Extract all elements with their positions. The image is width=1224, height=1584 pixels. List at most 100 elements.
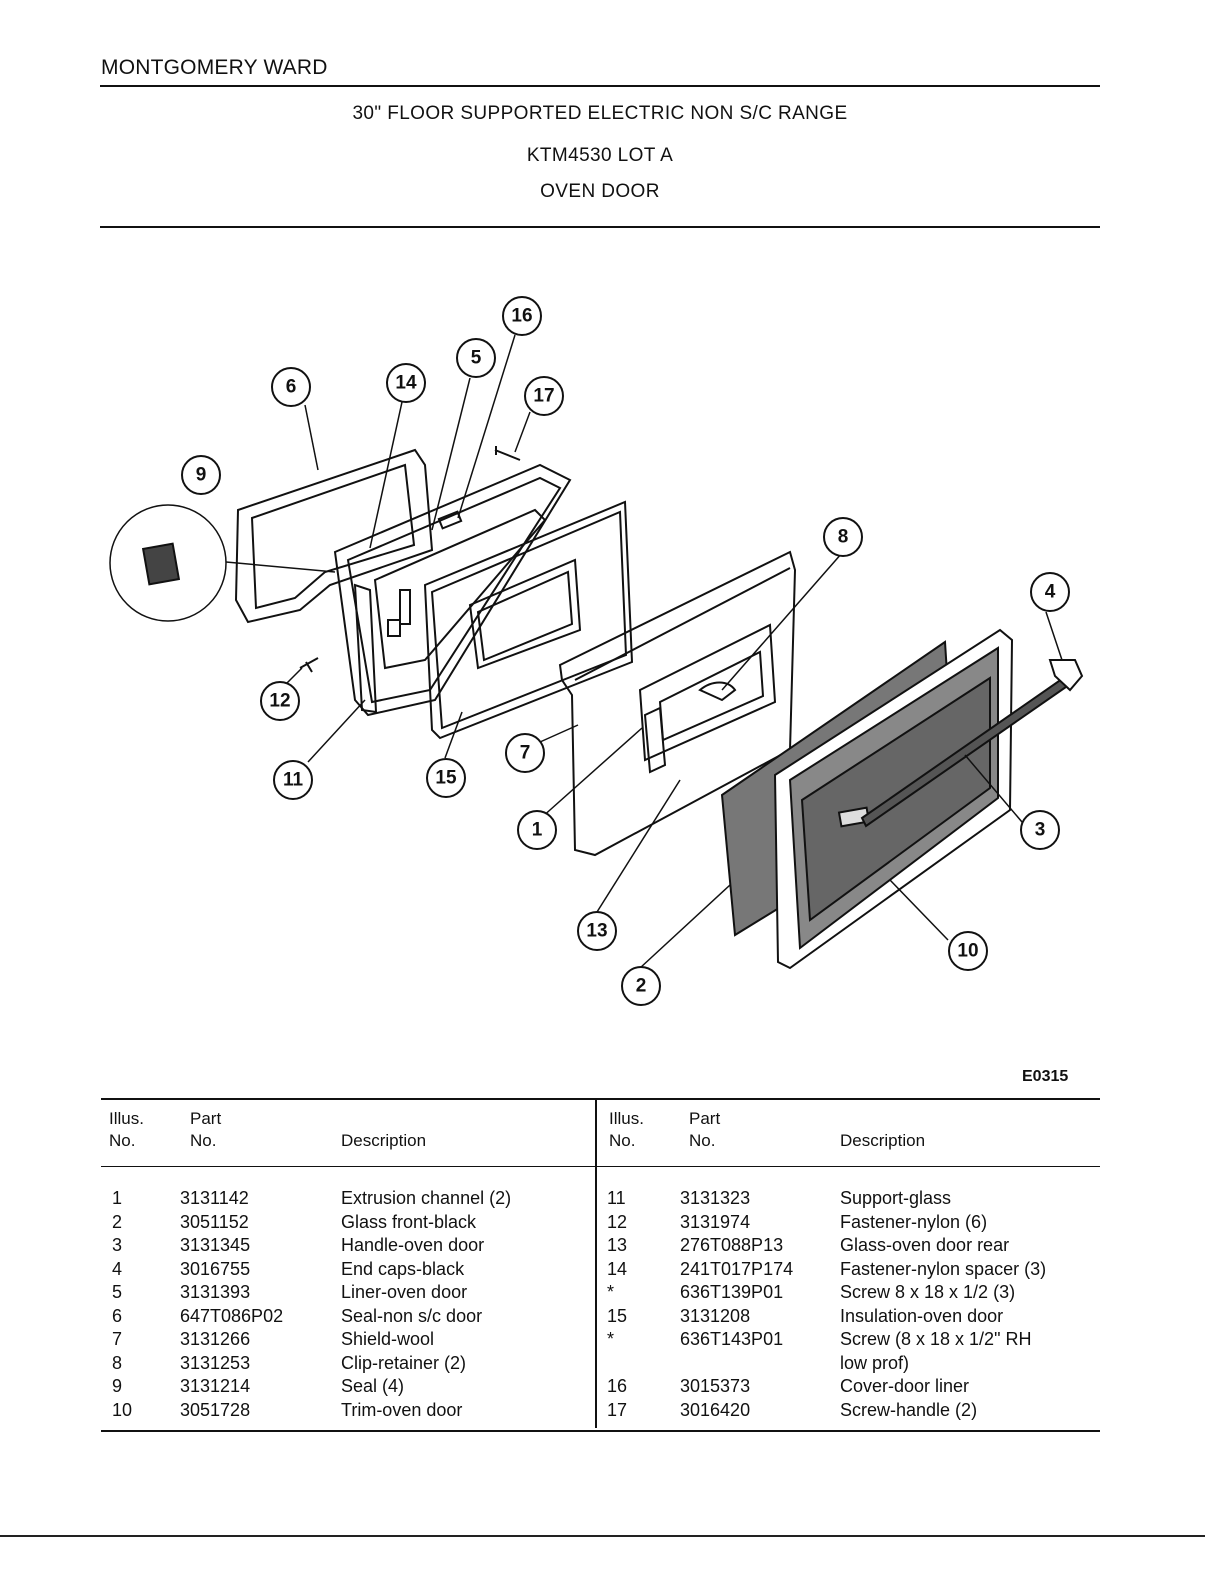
liner-oven-door-part	[333, 463, 572, 717]
svg-text:12: 12	[269, 691, 290, 712]
illus-number: 3	[112, 1235, 123, 1255]
page-title: 30" FLOOR SUPPORTED ELECTRIC NON S/C RAN…	[352, 103, 848, 124]
part-description: Glass front-black	[341, 1211, 477, 1232]
seal-closeup	[109, 504, 336, 622]
callout-15: 15	[426, 758, 466, 798]
part-description: Screw-handle (2)	[840, 1399, 978, 1420]
callout-12: 12	[260, 681, 300, 721]
illus-number: 17	[607, 1399, 628, 1420]
illus-number: 16	[607, 1376, 628, 1396]
svg-text:10: 10	[957, 941, 978, 962]
svg-text:15: 15	[435, 768, 457, 789]
header-description-right: Description	[840, 1131, 926, 1150]
model-number: KTM4530 LOT A	[526, 145, 674, 166]
part-description: Seal-non s/c door	[341, 1305, 483, 1326]
illus-number: 11	[607, 1188, 626, 1208]
exploded-parts-diagram: 1 2 3 4 5 6 7 8 9 10 11 12 13 14 15 16 1…	[109, 296, 1084, 1006]
illus-number: 5	[112, 1282, 123, 1302]
header-rule	[100, 85, 1100, 87]
section-title: OVEN DOOR	[540, 181, 660, 202]
fastener-nylon-part	[299, 657, 319, 673]
footer-rule	[0, 1535, 1205, 1537]
svg-text:9: 9	[196, 465, 207, 486]
part-description: Insulation-oven door	[840, 1305, 1004, 1326]
callout-3: 3	[1020, 810, 1060, 850]
callout-16: 16	[502, 296, 542, 336]
part-number: 241T017P174	[680, 1258, 794, 1279]
part-number: 276T088P13	[680, 1235, 784, 1255]
table-header-rule	[101, 1166, 1100, 1167]
svg-text:16: 16	[511, 306, 532, 327]
callout-6: 6	[271, 367, 311, 407]
handle-oven-door-part	[860, 659, 1084, 828]
svg-text:1: 1	[532, 820, 543, 841]
part-description: Screw 8 x 18 x 1/2 (3)	[840, 1282, 1016, 1302]
svg-text:5: 5	[471, 348, 482, 369]
part-description: Liner-oven door	[341, 1282, 468, 1302]
illus-number: 4	[112, 1258, 123, 1279]
part-description: Screw (8 x 18 x 1/2" RH	[840, 1329, 1032, 1349]
part-description: End caps-black	[341, 1258, 465, 1279]
illus-number: 13	[607, 1235, 628, 1255]
part-description: Fastener-nylon (6)	[840, 1211, 988, 1232]
part-number: 3051152	[180, 1211, 249, 1232]
svg-text:7: 7	[520, 743, 531, 764]
part-number: 3016755	[180, 1258, 251, 1279]
part-number: 3131266	[180, 1329, 251, 1349]
illus-number: 9	[112, 1376, 123, 1396]
part-description: Cover-door liner	[840, 1376, 970, 1396]
svg-text:6: 6	[286, 377, 297, 398]
shield-wool-part	[558, 550, 797, 857]
part-description: Seal (4)	[341, 1376, 405, 1396]
callout-1: 1	[517, 810, 557, 850]
illus-number: *	[607, 1282, 615, 1302]
svg-text:2: 2	[636, 976, 647, 997]
illus-number: 14	[607, 1258, 628, 1279]
callout-11: 11	[273, 760, 313, 800]
part-number: 3131208	[680, 1305, 751, 1326]
svg-text:11: 11	[283, 770, 304, 791]
title-rule	[100, 226, 1100, 228]
part-number: 3015373	[680, 1376, 751, 1396]
part-number: 3131214	[180, 1376, 251, 1396]
parts-table	[101, 1098, 1100, 1432]
part-number: 647T086P02	[180, 1305, 284, 1326]
leader-lines	[284, 334, 1063, 969]
seal-gasket-part	[234, 448, 434, 624]
callout-8: 8	[823, 517, 863, 557]
callout-17: 17	[524, 376, 564, 416]
header-illus-right: Illus.No.	[609, 1109, 644, 1150]
column-divider	[595, 1098, 597, 1428]
callout-9: 9	[181, 455, 221, 495]
part-number: 3131323	[680, 1188, 751, 1208]
svg-text:4: 4	[1045, 582, 1056, 603]
part-number: 636T139P01	[680, 1282, 784, 1302]
svg-text:17: 17	[533, 386, 554, 407]
part-number: 3131974	[680, 1211, 751, 1232]
part-number: 636T143P01	[680, 1329, 784, 1349]
part-number: 3131345	[180, 1235, 251, 1255]
part-description: Trim-oven door	[341, 1399, 463, 1420]
part-description: Glass-oven door rear	[840, 1235, 1010, 1255]
part-description: Shield-wool	[341, 1329, 435, 1349]
part-number: 3051728	[180, 1399, 251, 1420]
svg-text:8: 8	[838, 527, 849, 548]
part-description: Clip-retainer (2)	[341, 1352, 467, 1373]
callout-13: 13	[577, 911, 617, 951]
callout-14: 14	[386, 363, 426, 403]
diagram-code: E0315	[1022, 1068, 1069, 1085]
svg-text:3: 3	[1035, 820, 1046, 841]
callout-2: 2	[621, 966, 661, 1006]
illus-number: 6	[112, 1305, 123, 1326]
part-number: 3016420	[680, 1399, 751, 1420]
brand-name: MONTGOMERY WARD	[101, 56, 328, 79]
part-description: low prof)	[840, 1352, 910, 1373]
callout-5: 5	[456, 338, 496, 378]
illus-number: 12	[607, 1211, 628, 1232]
part-number: 3131253	[180, 1352, 251, 1373]
screw-handle-part	[494, 446, 521, 461]
illus-number: 15	[607, 1305, 628, 1326]
header-illus-left: Illus.No.	[109, 1109, 144, 1150]
part-number: 3131142	[180, 1188, 249, 1208]
